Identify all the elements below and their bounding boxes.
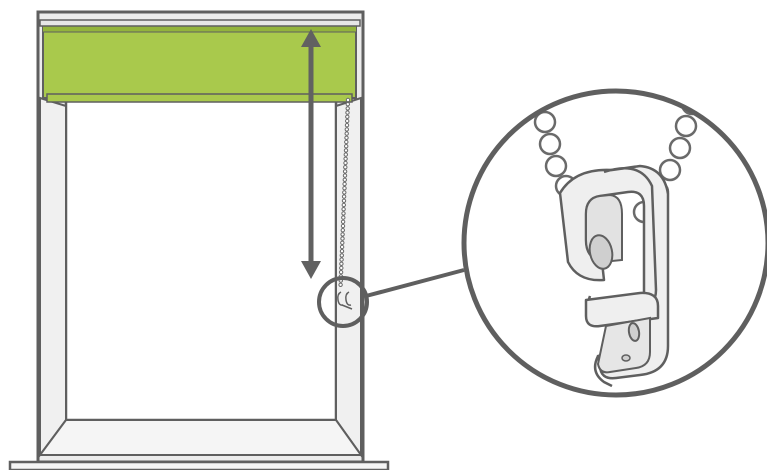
chain-bead (340, 232, 345, 237)
chain-bead (341, 215, 346, 220)
small-chain-clip-icon (337, 291, 353, 310)
chain-bead (344, 127, 349, 132)
chain-bead (538, 132, 562, 156)
chain-bead (345, 118, 350, 124)
bead-chain-icon (338, 97, 351, 287)
double-headed-arrow-icon (301, 29, 321, 279)
chain-bead (341, 194, 347, 199)
chain-bead (340, 236, 345, 241)
chain-bead (341, 207, 346, 212)
chain-bead (344, 123, 350, 128)
chain-bead (339, 261, 344, 266)
chain-bead (338, 270, 344, 275)
chain-bead (339, 249, 345, 254)
chain-bead (339, 253, 344, 258)
window-sill (8, 460, 390, 470)
chain-bead (340, 223, 346, 229)
chain-bead (340, 219, 346, 225)
chain-bead (341, 211, 346, 216)
chain-bead (345, 106, 350, 111)
chain-bead (339, 244, 345, 250)
chain-bead (339, 265, 344, 271)
chain-bead (342, 181, 347, 187)
chain-bead (343, 148, 349, 153)
chain-bead (345, 114, 350, 120)
window-frame (36, 10, 365, 464)
chain-bead (343, 156, 348, 162)
roller-blind (39, 19, 361, 103)
chain-bead (343, 165, 348, 170)
chain-bead (344, 131, 349, 136)
chain-bead (341, 198, 347, 204)
chain-bead (342, 173, 348, 178)
chain-bead (342, 186, 347, 191)
chain-bead (340, 240, 345, 246)
chain-bead (344, 135, 349, 141)
chain-bead (338, 282, 343, 287)
chain-bead (344, 144, 349, 149)
chain-bead (345, 97, 351, 103)
chain-bead (658, 158, 682, 182)
chain-bead (343, 152, 348, 157)
callout-connector-line (365, 268, 465, 298)
detail-callout-small-circle (317, 276, 369, 328)
chain-bead (342, 169, 348, 174)
chain-bead (341, 202, 346, 208)
detail-callout-large-circle (461, 88, 767, 398)
chain-bead (345, 102, 350, 107)
chain-bead (344, 139, 349, 145)
chain-bead (674, 114, 698, 138)
chain-bead (345, 110, 350, 115)
chain-bead (342, 190, 347, 195)
chain-bead (342, 177, 347, 183)
chain-bead (339, 257, 344, 262)
chain-bead (668, 136, 692, 160)
chain-bead (340, 228, 345, 233)
chain-bead (544, 154, 568, 178)
chain-bead (533, 110, 557, 134)
magnified-chain-and-clip (528, 91, 704, 388)
chain-safety-clip-icon (558, 164, 670, 388)
chain-bead (343, 160, 348, 166)
